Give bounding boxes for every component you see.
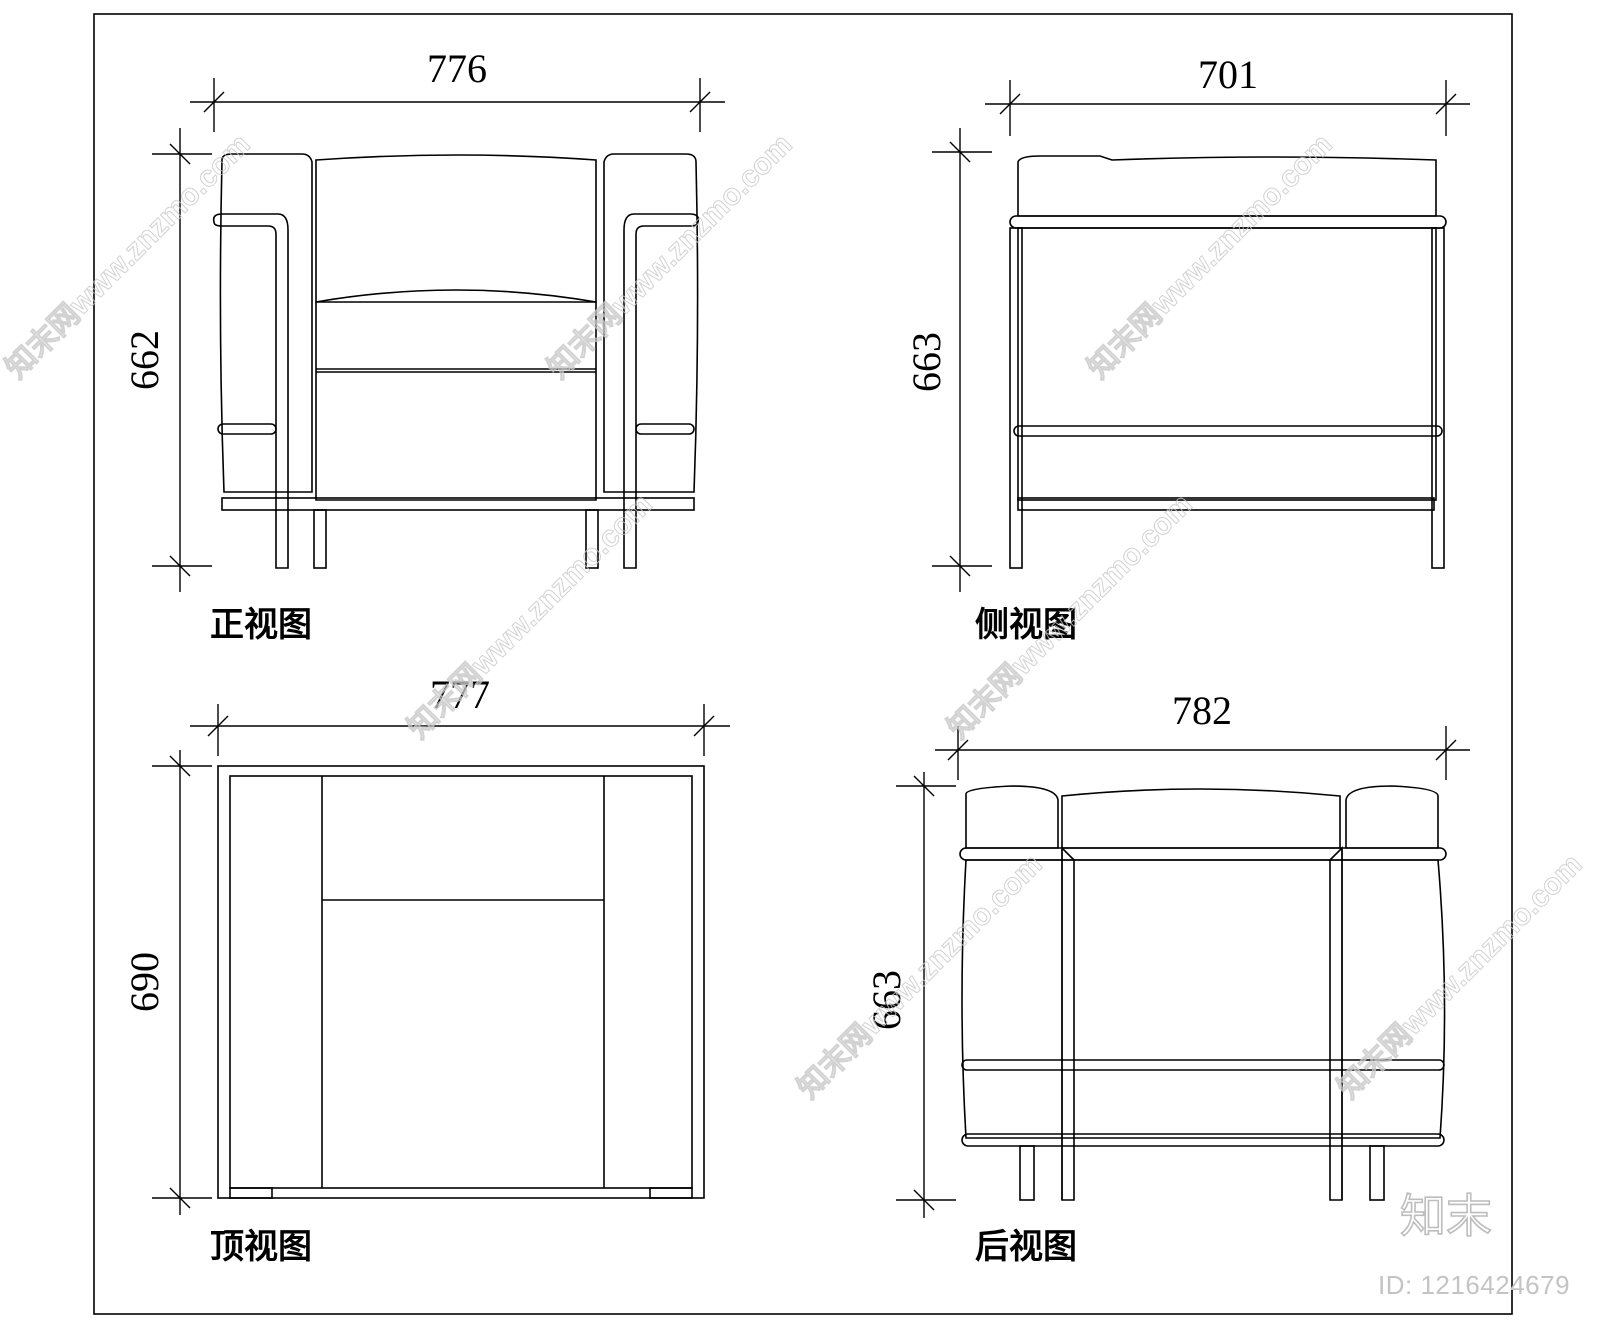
front-height-dimension: 662 (122, 128, 212, 592)
watermark-text: 知末网www.znzmo.com (1332, 848, 1589, 1105)
front-view: 776 662 正视图 (122, 46, 725, 645)
back-height-label: 663 (864, 970, 909, 1030)
top-width-label: 777 (430, 672, 490, 717)
side-width-dimension: 701 (985, 52, 1470, 136)
back-view: 782 663 后视图 (864, 688, 1470, 1267)
side-width-label: 701 (1198, 52, 1258, 97)
top-height-dimension: 690 (122, 750, 212, 1215)
side-view-caption: 侧视图 (975, 605, 1077, 645)
front-width-dimension: 776 (190, 46, 725, 132)
top-view: 777 690 顶视图 (122, 672, 730, 1267)
front-view-caption: 正视图 (210, 605, 312, 645)
side-height-label: 663 (904, 332, 949, 392)
drawing-frame (93, 13, 1513, 1315)
watermark-text: 知末网www.znzmo.com (402, 488, 659, 745)
side-view: 701 663 侧视图 (904, 52, 1470, 645)
top-view-caption: 顶视图 (210, 1227, 312, 1267)
watermark-id: ID: 1216424679 (1378, 1270, 1571, 1300)
watermark-logo: 知末 (1400, 1190, 1493, 1240)
top-height-label: 690 (122, 952, 167, 1012)
front-height-label: 662 (122, 330, 167, 390)
back-width-dimension: 782 (935, 688, 1470, 780)
top-width-dimension: 777 (190, 672, 730, 756)
back-height-dimension: 663 (864, 772, 956, 1218)
back-width-label: 782 (1172, 688, 1232, 733)
watermark-text: 知末网www.znzmo.com (542, 128, 799, 385)
side-height-dimension: 663 (904, 128, 992, 592)
watermark-text: 知末网www.znzmo.com (1082, 128, 1339, 385)
back-view-caption: 后视图 (975, 1227, 1077, 1267)
front-width-label: 776 (427, 46, 487, 91)
watermark-logo-text: 知末 (1400, 1190, 1492, 1240)
watermark-text: 知末网www.znzmo.com (792, 848, 1049, 1105)
